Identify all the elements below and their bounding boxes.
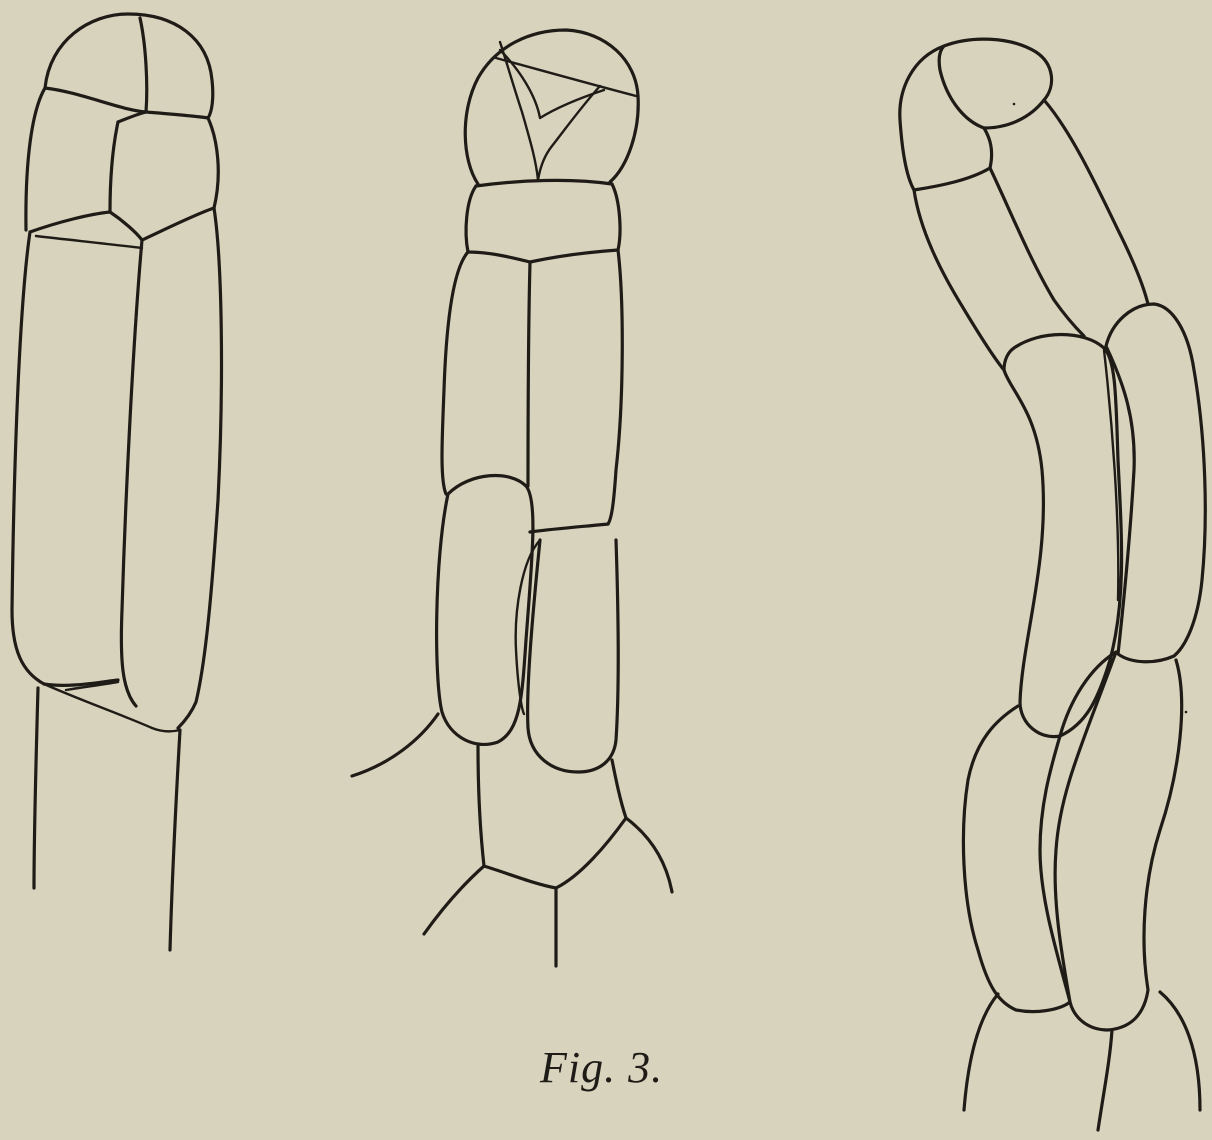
left-long-divider: [121, 240, 142, 706]
right-upper-left-wall: [914, 190, 1004, 370]
middle-cap-face-right: [538, 86, 600, 180]
right-speck-2: [1185, 711, 1188, 714]
left-tier2-left-wall: [26, 88, 45, 230]
left-tier2-lower-wall: [30, 208, 214, 240]
middle-cap-chord: [496, 58, 636, 96]
left-lower-taper: [44, 684, 180, 731]
middle-apical-dome: [465, 30, 638, 184]
middle-cap-face-left: [500, 42, 538, 180]
middle-upper-divider: [528, 262, 530, 486]
left-apical-cap: [45, 14, 213, 118]
middle-bulging-cell: [437, 476, 533, 745]
right-mid-right-cell: [1106, 304, 1205, 662]
left-stalk-right: [170, 730, 180, 950]
right-lower-right-cell: [1055, 652, 1182, 1030]
middle-base-bottom: [484, 818, 626, 888]
figure-caption: Fig. 3.: [540, 1042, 663, 1093]
right-upper-right-wall: [1044, 100, 1148, 304]
middle-base-right: [612, 760, 626, 818]
middle-base-left: [478, 746, 484, 866]
right-outer-shell: [900, 46, 944, 190]
left-long-cell-right-wall: [178, 208, 221, 728]
left-filament: [12, 14, 221, 950]
middle-right-hair: [626, 818, 672, 892]
middle-lower-right-cell: [528, 540, 619, 772]
right-tip-cap: [939, 39, 1051, 128]
middle-collar-top: [476, 180, 612, 186]
right-filament: [900, 39, 1205, 1130]
left-long-cell-left-wall: [12, 232, 44, 684]
left-tier2-right-wall: [208, 118, 218, 208]
right-base-mid-hair: [1098, 1030, 1112, 1130]
middle-lower-left-hair: [424, 866, 484, 934]
middle-upper-left-cell: [442, 252, 468, 494]
left-stalk-left: [34, 688, 38, 888]
middle-left-hair: [352, 714, 438, 776]
left-tier2-divider: [110, 122, 118, 212]
right-base-right-hair: [1160, 992, 1200, 1110]
left-facet-line: [36, 236, 142, 248]
middle-upper-right-bottom: [530, 524, 608, 532]
left-cap-lower-wall: [45, 88, 208, 118]
middle-collar-bottom: [468, 250, 618, 262]
middle-filament: [352, 30, 672, 966]
right-speck: [1013, 103, 1016, 106]
middle-collar-left: [466, 186, 476, 252]
middle-upper-right-cell: [608, 250, 622, 524]
right-upper-divider: [990, 168, 1084, 336]
right-base-left-hair: [964, 994, 998, 1110]
left-tier2-top-divider: [118, 112, 146, 122]
left-cap-divider: [140, 18, 147, 112]
middle-collar-right: [612, 184, 620, 250]
right-shell-wall: [914, 128, 992, 190]
right-mid-left-cell: [1004, 335, 1122, 737]
